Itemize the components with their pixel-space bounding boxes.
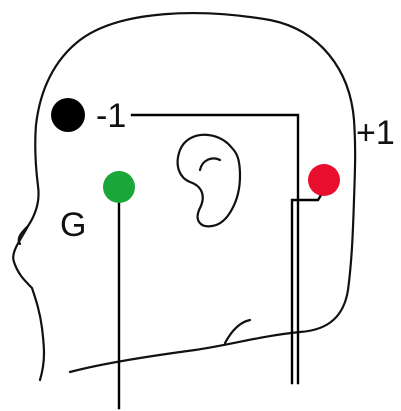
ear-outline — [178, 135, 240, 227]
reference-electrode-wire — [132, 115, 298, 383]
ground-electrode — [103, 171, 135, 203]
active-electrode — [308, 164, 340, 196]
head-outline — [13, 13, 355, 380]
ground-label: G — [60, 206, 86, 244]
reference-label: -1 — [96, 97, 126, 135]
ear-inner — [200, 158, 220, 170]
active-label: +1 — [356, 114, 395, 152]
reference-electrode — [51, 98, 85, 132]
